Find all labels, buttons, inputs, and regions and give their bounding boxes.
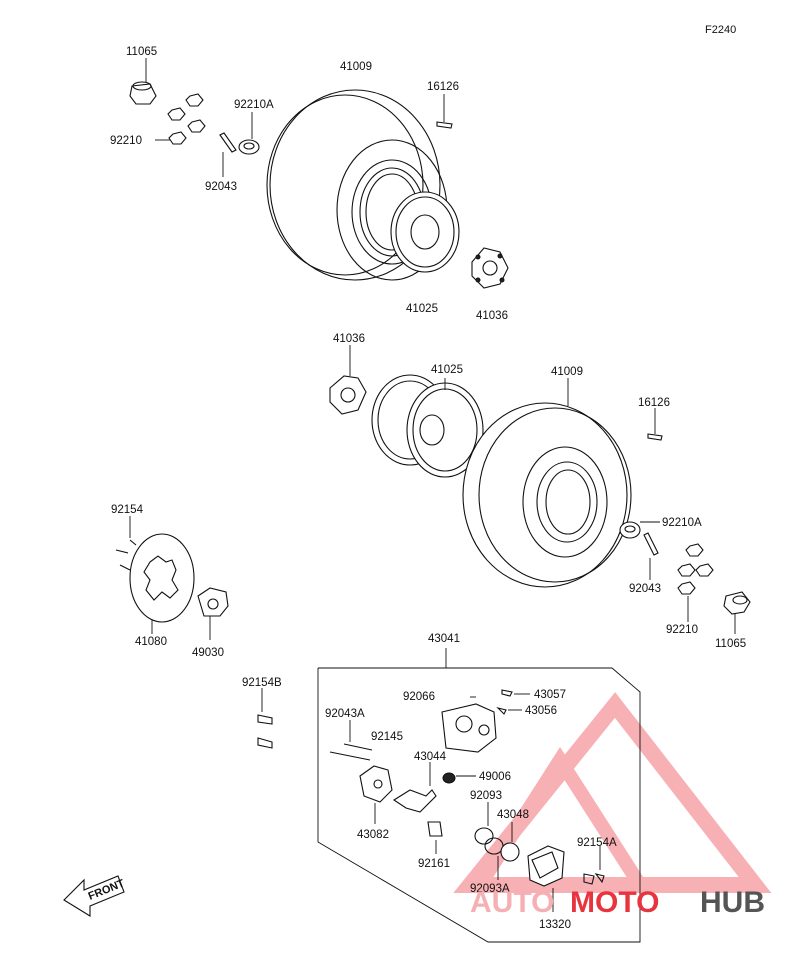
valve-16126-top: [436, 94, 453, 129]
piston-43048: [500, 822, 520, 862]
label-41009-top: 41009: [340, 61, 372, 73]
label-16126-mid: 16126: [638, 397, 670, 409]
nuts-92210-top: [155, 93, 206, 145]
boot-49006: [442, 772, 476, 784]
label-92154B: 92154B: [242, 677, 282, 689]
label-92066: 92066: [403, 691, 435, 703]
figure-code: F2240: [705, 24, 736, 36]
top-wheel-assembly: [129, 58, 509, 289]
bolt-92154A: [583, 846, 605, 885]
bolts-92154: [115, 516, 137, 571]
middle-wheel-assembly: [329, 345, 751, 634]
label-92210-top: 92210: [110, 135, 142, 147]
label-92043-top: 92043: [205, 181, 237, 193]
logo-triangle-inner: [467, 747, 653, 892]
caliper-assembly-43041: [257, 648, 641, 943]
label-41009-mid: 41009: [551, 366, 583, 378]
pads-13320: [527, 845, 565, 912]
label-43044: 43044: [414, 751, 447, 763]
label-92154A: 92154A: [577, 837, 617, 849]
cap-11065-mid: [723, 591, 751, 634]
label-92145: 92145: [371, 731, 403, 743]
logo-word-auto: AUTO: [470, 886, 554, 919]
pad-spring-43044: [392, 762, 437, 813]
label-41025-mid: 41025: [431, 364, 463, 376]
valve-16126-mid: [647, 408, 663, 441]
caliper-body: [441, 703, 497, 753]
label-41025-top: 41025: [406, 303, 438, 315]
bolt-92161: [427, 821, 443, 854]
label-43041: 43041: [428, 633, 460, 645]
seals-92093: [474, 802, 504, 880]
label-92043A: 92043A: [325, 708, 365, 720]
logo-word-moto: MOTO: [570, 886, 659, 919]
label-92154: 92154: [111, 504, 144, 516]
rim-41025-mid: [371, 374, 484, 478]
cotter-pin-92043-mid: [643, 532, 659, 580]
label-11065-mid: 11065: [715, 638, 746, 650]
label-92093A: 92093A: [470, 883, 510, 895]
label-49030: 49030: [192, 647, 224, 659]
label-41036-top: 41036: [476, 310, 508, 322]
label-92210A-mid: 92210A: [662, 517, 702, 529]
bolts-92154B: [257, 688, 273, 749]
brake-disc-group: [115, 516, 229, 640]
label-43082: 43082: [357, 829, 389, 841]
automotohub-wordmark: AUTO MOTO HUB: [470, 886, 765, 919]
label-49006: 49006: [479, 771, 511, 783]
label-43048: 43048: [497, 809, 529, 821]
cotter-pin-92043-top: [219, 132, 237, 177]
label-92210-mid: 92210: [666, 624, 698, 636]
label-92161: 92161: [418, 858, 450, 870]
label-92210A-top: 92210A: [234, 99, 274, 111]
label-13320: 13320: [539, 919, 571, 931]
tire-41009-mid: [462, 378, 632, 588]
label-16126-top: 16126: [427, 81, 459, 93]
part-labels: 11065 41009 92210A 16126 92210 92043 410…: [110, 46, 746, 931]
label-41036-mid: 41036: [333, 333, 365, 345]
label-92093: 92093: [470, 790, 502, 802]
pins-92043A: [329, 720, 373, 761]
hub-41036-top: [471, 247, 509, 289]
bracket-43082: [359, 765, 393, 824]
brake-disc-41080: [129, 533, 195, 634]
label-43057: 43057: [534, 689, 566, 701]
rim-41025-top: [390, 191, 460, 273]
logo-word-hub: HUB: [700, 886, 765, 919]
washer-92210A-top: [238, 112, 260, 155]
cap-11065-top: [129, 58, 157, 105]
washer-92210A-mid: [619, 521, 660, 539]
label-92043-mid: 92043: [629, 583, 661, 595]
hub-41036-mid: [329, 345, 367, 415]
front-arrow: FRONT: [63, 875, 127, 917]
label-41080: 41080: [135, 636, 167, 648]
automotohub-logo: [453, 692, 772, 893]
label-43056: 43056: [525, 705, 557, 717]
carrier-49030: [197, 587, 229, 640]
label-11065-top: 11065: [126, 46, 157, 58]
nuts-92210-mid: [677, 543, 714, 622]
